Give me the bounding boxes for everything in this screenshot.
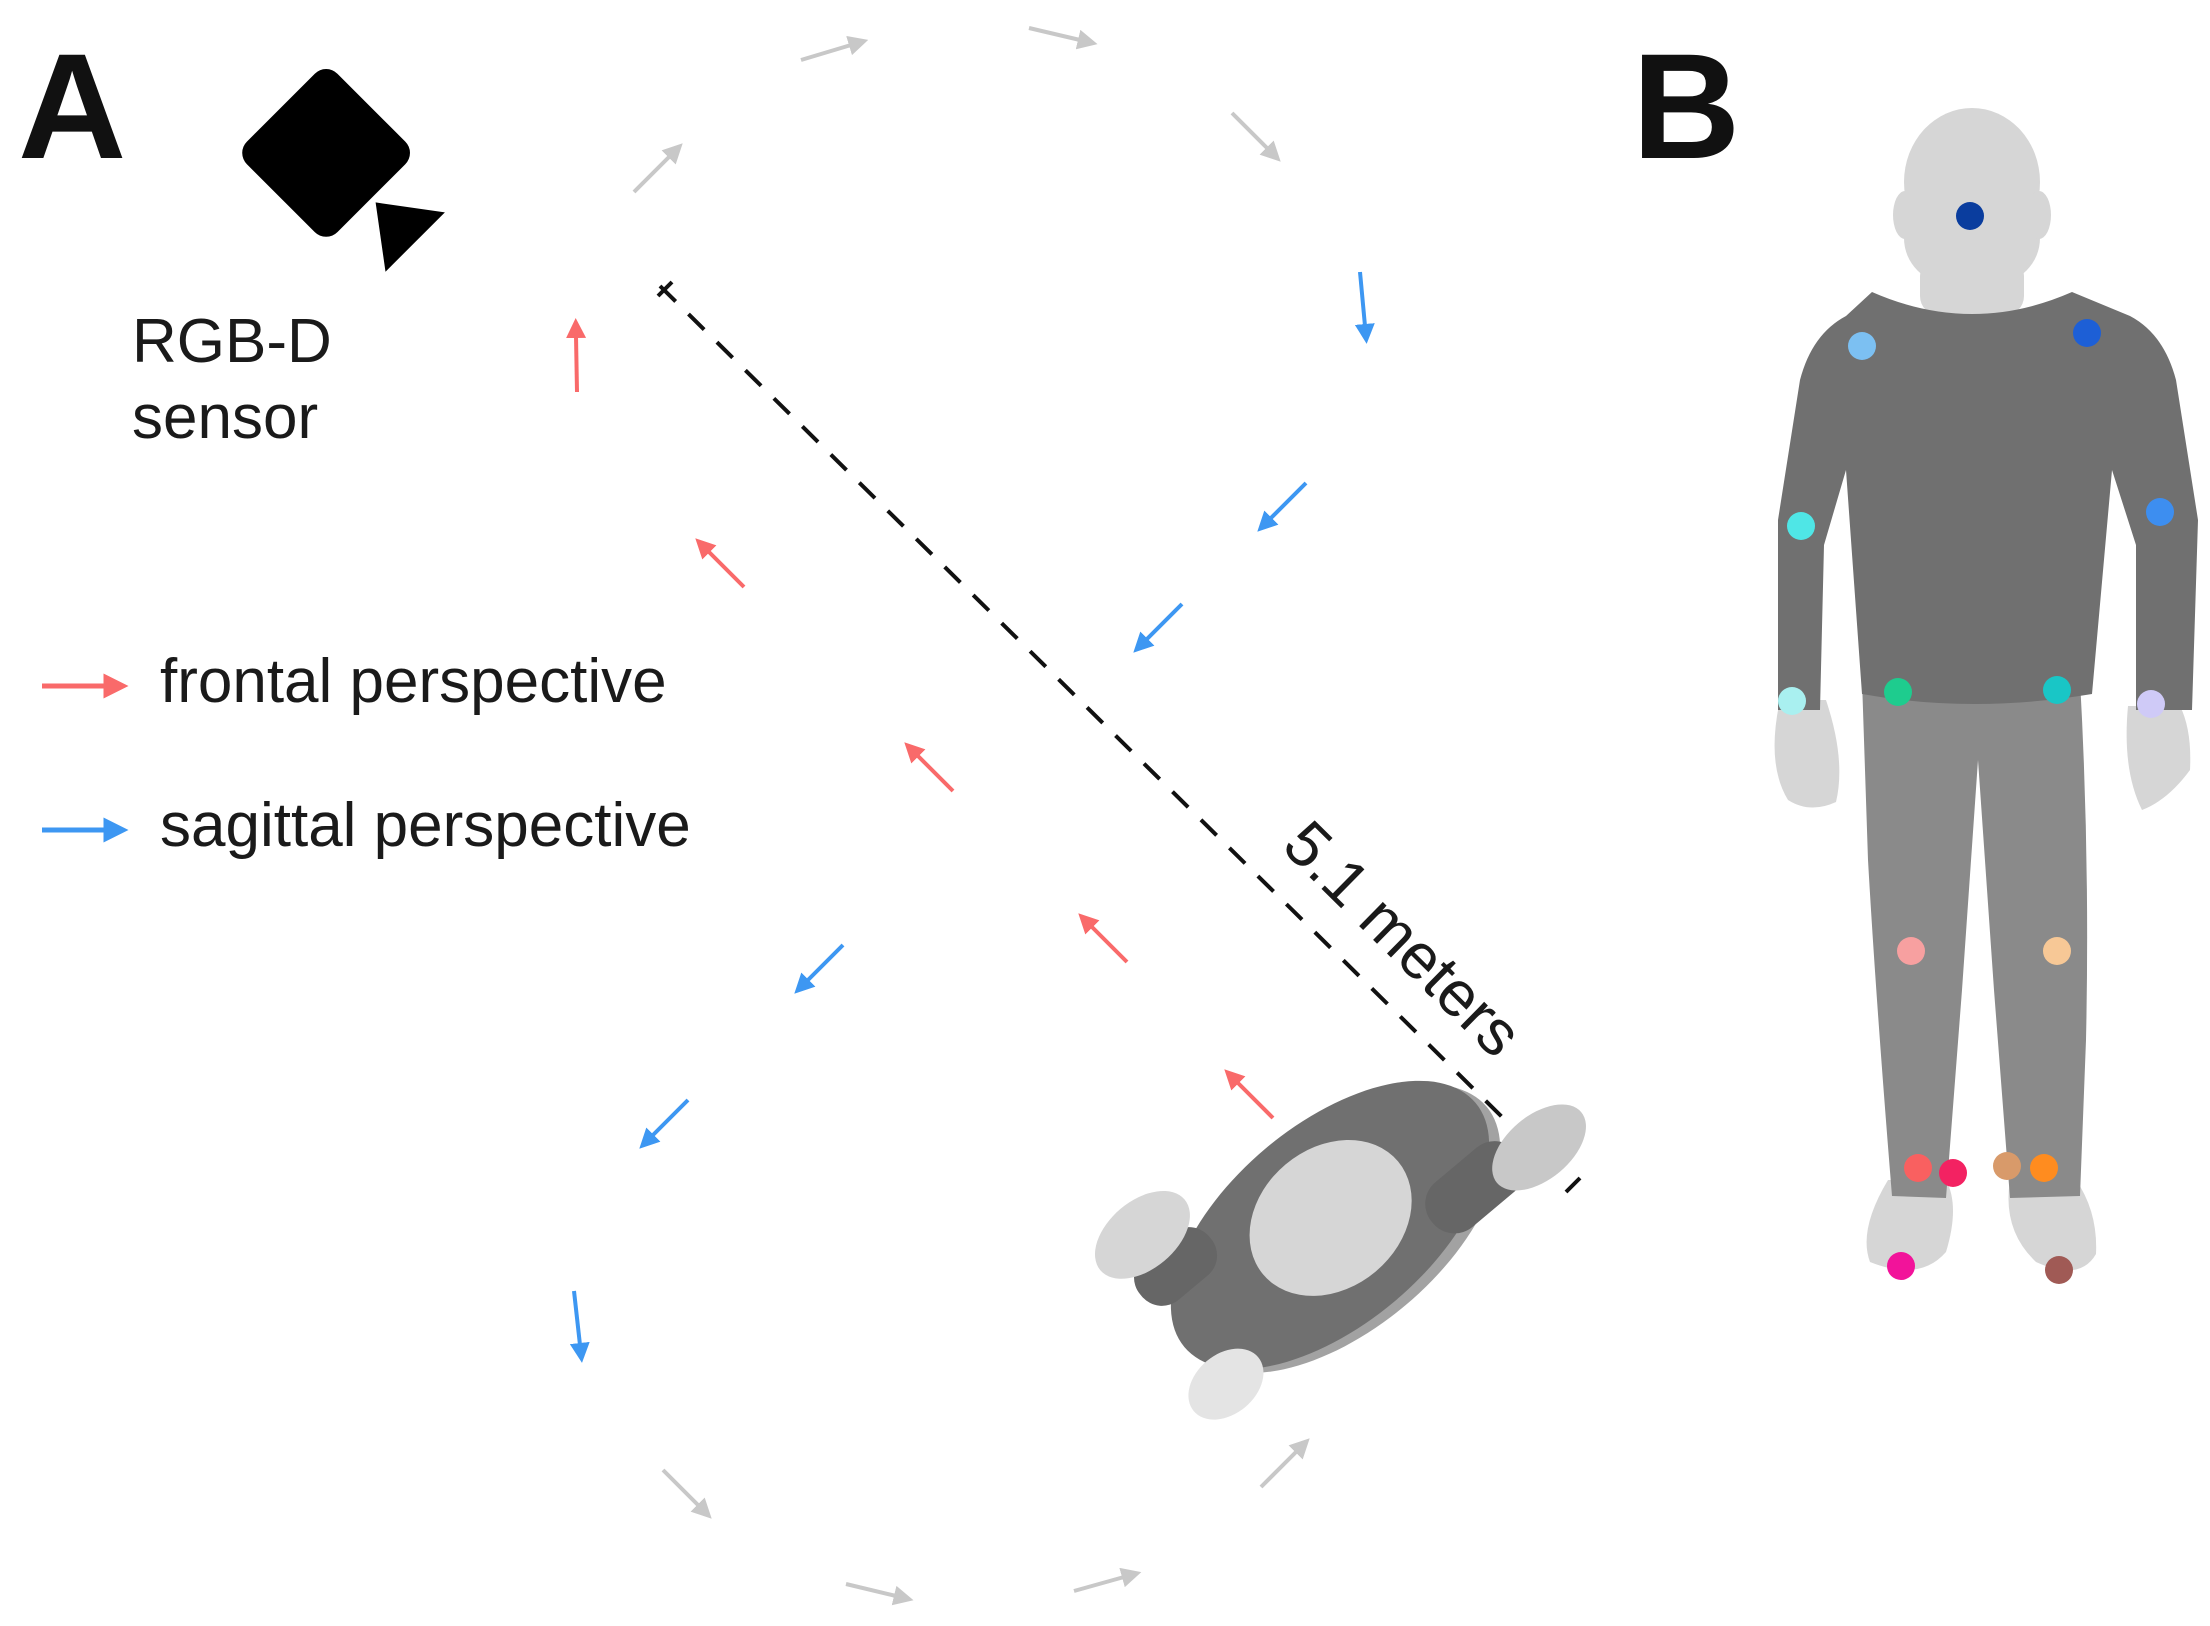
sagittal-arrow bbox=[1257, 481, 1308, 532]
walkway-line bbox=[656, 280, 1582, 1194]
legend-frontal-label: frontal perspective bbox=[160, 647, 667, 716]
joint-heel-left-marker bbox=[2030, 1154, 2058, 1182]
sagittal-arrow bbox=[1354, 271, 1375, 344]
transition-arrow bbox=[1230, 111, 1281, 162]
walkway-distance-label: 5.1 meters bbox=[1270, 807, 1536, 1071]
joint-hip-right-marker bbox=[1884, 678, 1912, 706]
joint-heel-right-marker bbox=[1939, 1159, 1967, 1187]
frontal-arrow bbox=[1078, 913, 1129, 964]
legend: frontal perspective sagittal perspective bbox=[42, 647, 691, 860]
walking-person-top-view bbox=[1094, 1080, 1586, 1420]
sagittal-arrow bbox=[1133, 602, 1184, 653]
panel-a-letter: A bbox=[18, 22, 126, 190]
transition-arrow bbox=[661, 1468, 712, 1519]
transition-arrow bbox=[845, 1582, 914, 1606]
joint-wrist-right-marker bbox=[1778, 687, 1806, 715]
transition-arrows bbox=[632, 26, 1310, 1606]
joint-wrist-left-marker bbox=[2137, 690, 2165, 718]
joint-elbow-left-marker bbox=[2146, 498, 2174, 526]
joint-foot-left-marker bbox=[2045, 1256, 2073, 1284]
transition-arrow bbox=[632, 143, 683, 194]
transition-arrow bbox=[1073, 1567, 1142, 1593]
camera-icon bbox=[242, 69, 445, 272]
sensor-label-line2: sensor bbox=[132, 383, 318, 452]
joint-ankle-left-marker bbox=[1993, 1152, 2021, 1180]
sagittal-arrow bbox=[794, 943, 845, 994]
joint-knee-left-marker bbox=[2043, 937, 2071, 965]
joint-elbow-right-marker bbox=[1787, 512, 1815, 540]
transition-arrow bbox=[1259, 1438, 1310, 1489]
joint-hip-left-marker bbox=[2043, 676, 2071, 704]
joint-shoulder-left-marker bbox=[2073, 319, 2101, 347]
joint-ankle-right-marker bbox=[1904, 1154, 1932, 1182]
sagittal-arrows bbox=[569, 271, 1375, 1363]
panel-b-letter: B bbox=[1632, 22, 1740, 190]
frontal-arrow bbox=[695, 538, 746, 589]
sensor-label-line1: RGB-D bbox=[132, 307, 332, 376]
legend-sagittal-label: sagittal perspective bbox=[160, 791, 691, 860]
sagittal-arrow bbox=[639, 1098, 690, 1149]
transition-arrow bbox=[800, 35, 869, 62]
frontal-arrows bbox=[566, 318, 1275, 1120]
joint-knee-right-marker bbox=[1897, 937, 1925, 965]
human-body-figure bbox=[1774, 108, 2198, 1284]
frontal-arrow bbox=[566, 318, 587, 393]
joint-shoulder-right-marker bbox=[1848, 332, 1876, 360]
sagittal-arrow bbox=[569, 1290, 590, 1363]
frontal-arrow bbox=[1224, 1069, 1275, 1120]
frontal-arrow bbox=[904, 742, 955, 793]
transition-arrow bbox=[1028, 26, 1098, 50]
joint-foot-right-marker bbox=[1887, 1252, 1915, 1280]
joint-head-marker bbox=[1956, 202, 1984, 230]
